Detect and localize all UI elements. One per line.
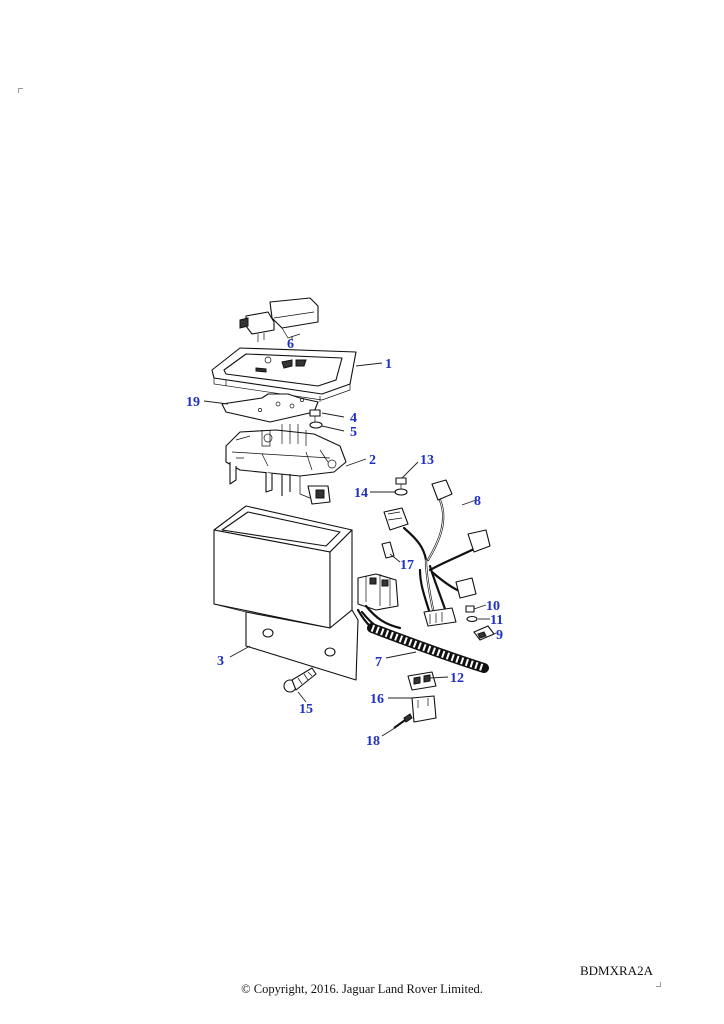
callout-15: 15 (299, 702, 313, 717)
part-14-washer (394, 488, 408, 496)
part-4-screw (309, 409, 321, 422)
crop-mark-top-left (18, 88, 23, 93)
part-19-gasket (221, 393, 319, 423)
leader-lines (203, 336, 497, 737)
callout-18: 18 (366, 734, 380, 749)
callout-10: 10 (486, 599, 500, 614)
callout-8: 8 (474, 494, 481, 509)
callout-11: 11 (490, 613, 503, 628)
part-18-pin (393, 713, 413, 729)
part-5-washer (309, 421, 323, 429)
callout-4: 4 (350, 411, 357, 426)
callout-2: 2 (369, 453, 376, 468)
callout-19: 19 (186, 395, 200, 410)
callout-17: 17 (400, 558, 414, 573)
callout-3: 3 (217, 654, 224, 669)
callout-6: 6 (287, 337, 294, 352)
callout-7: 7 (375, 655, 382, 670)
part-13-screw (395, 477, 407, 490)
part-1-bezel (211, 347, 357, 402)
part-2-housing (225, 424, 347, 505)
part-10-screw (465, 605, 475, 613)
part-12-relay (407, 671, 437, 691)
callout-1: 1 (385, 357, 392, 372)
part-3-console-box (213, 505, 359, 681)
part-9-clip (473, 625, 495, 641)
part-15-bolt (283, 667, 317, 693)
callout-5: 5 (350, 425, 357, 440)
part-6-switch (239, 297, 319, 342)
part-11-washer (466, 615, 478, 623)
part-16-bracket (411, 695, 437, 723)
callout-12: 12 (450, 671, 464, 686)
part-7-conduit (356, 573, 489, 673)
callout-labels: 1 2 3 4 5 6 7 8 9 10 11 12 13 14 15 16 1… (186, 337, 503, 749)
callout-9: 9 (496, 628, 503, 643)
copyright-notice: © Copyright, 2016. Jaguar Land Rover Lim… (241, 982, 483, 996)
crop-mark-bottom-right (656, 982, 661, 987)
part-8-harness (383, 479, 491, 627)
callout-16: 16 (370, 692, 384, 707)
callout-13: 13 (420, 453, 434, 468)
callout-14: 14 (354, 486, 368, 501)
drawing-code: BDMXRA2A (580, 963, 653, 978)
part-17-connector (381, 541, 395, 559)
